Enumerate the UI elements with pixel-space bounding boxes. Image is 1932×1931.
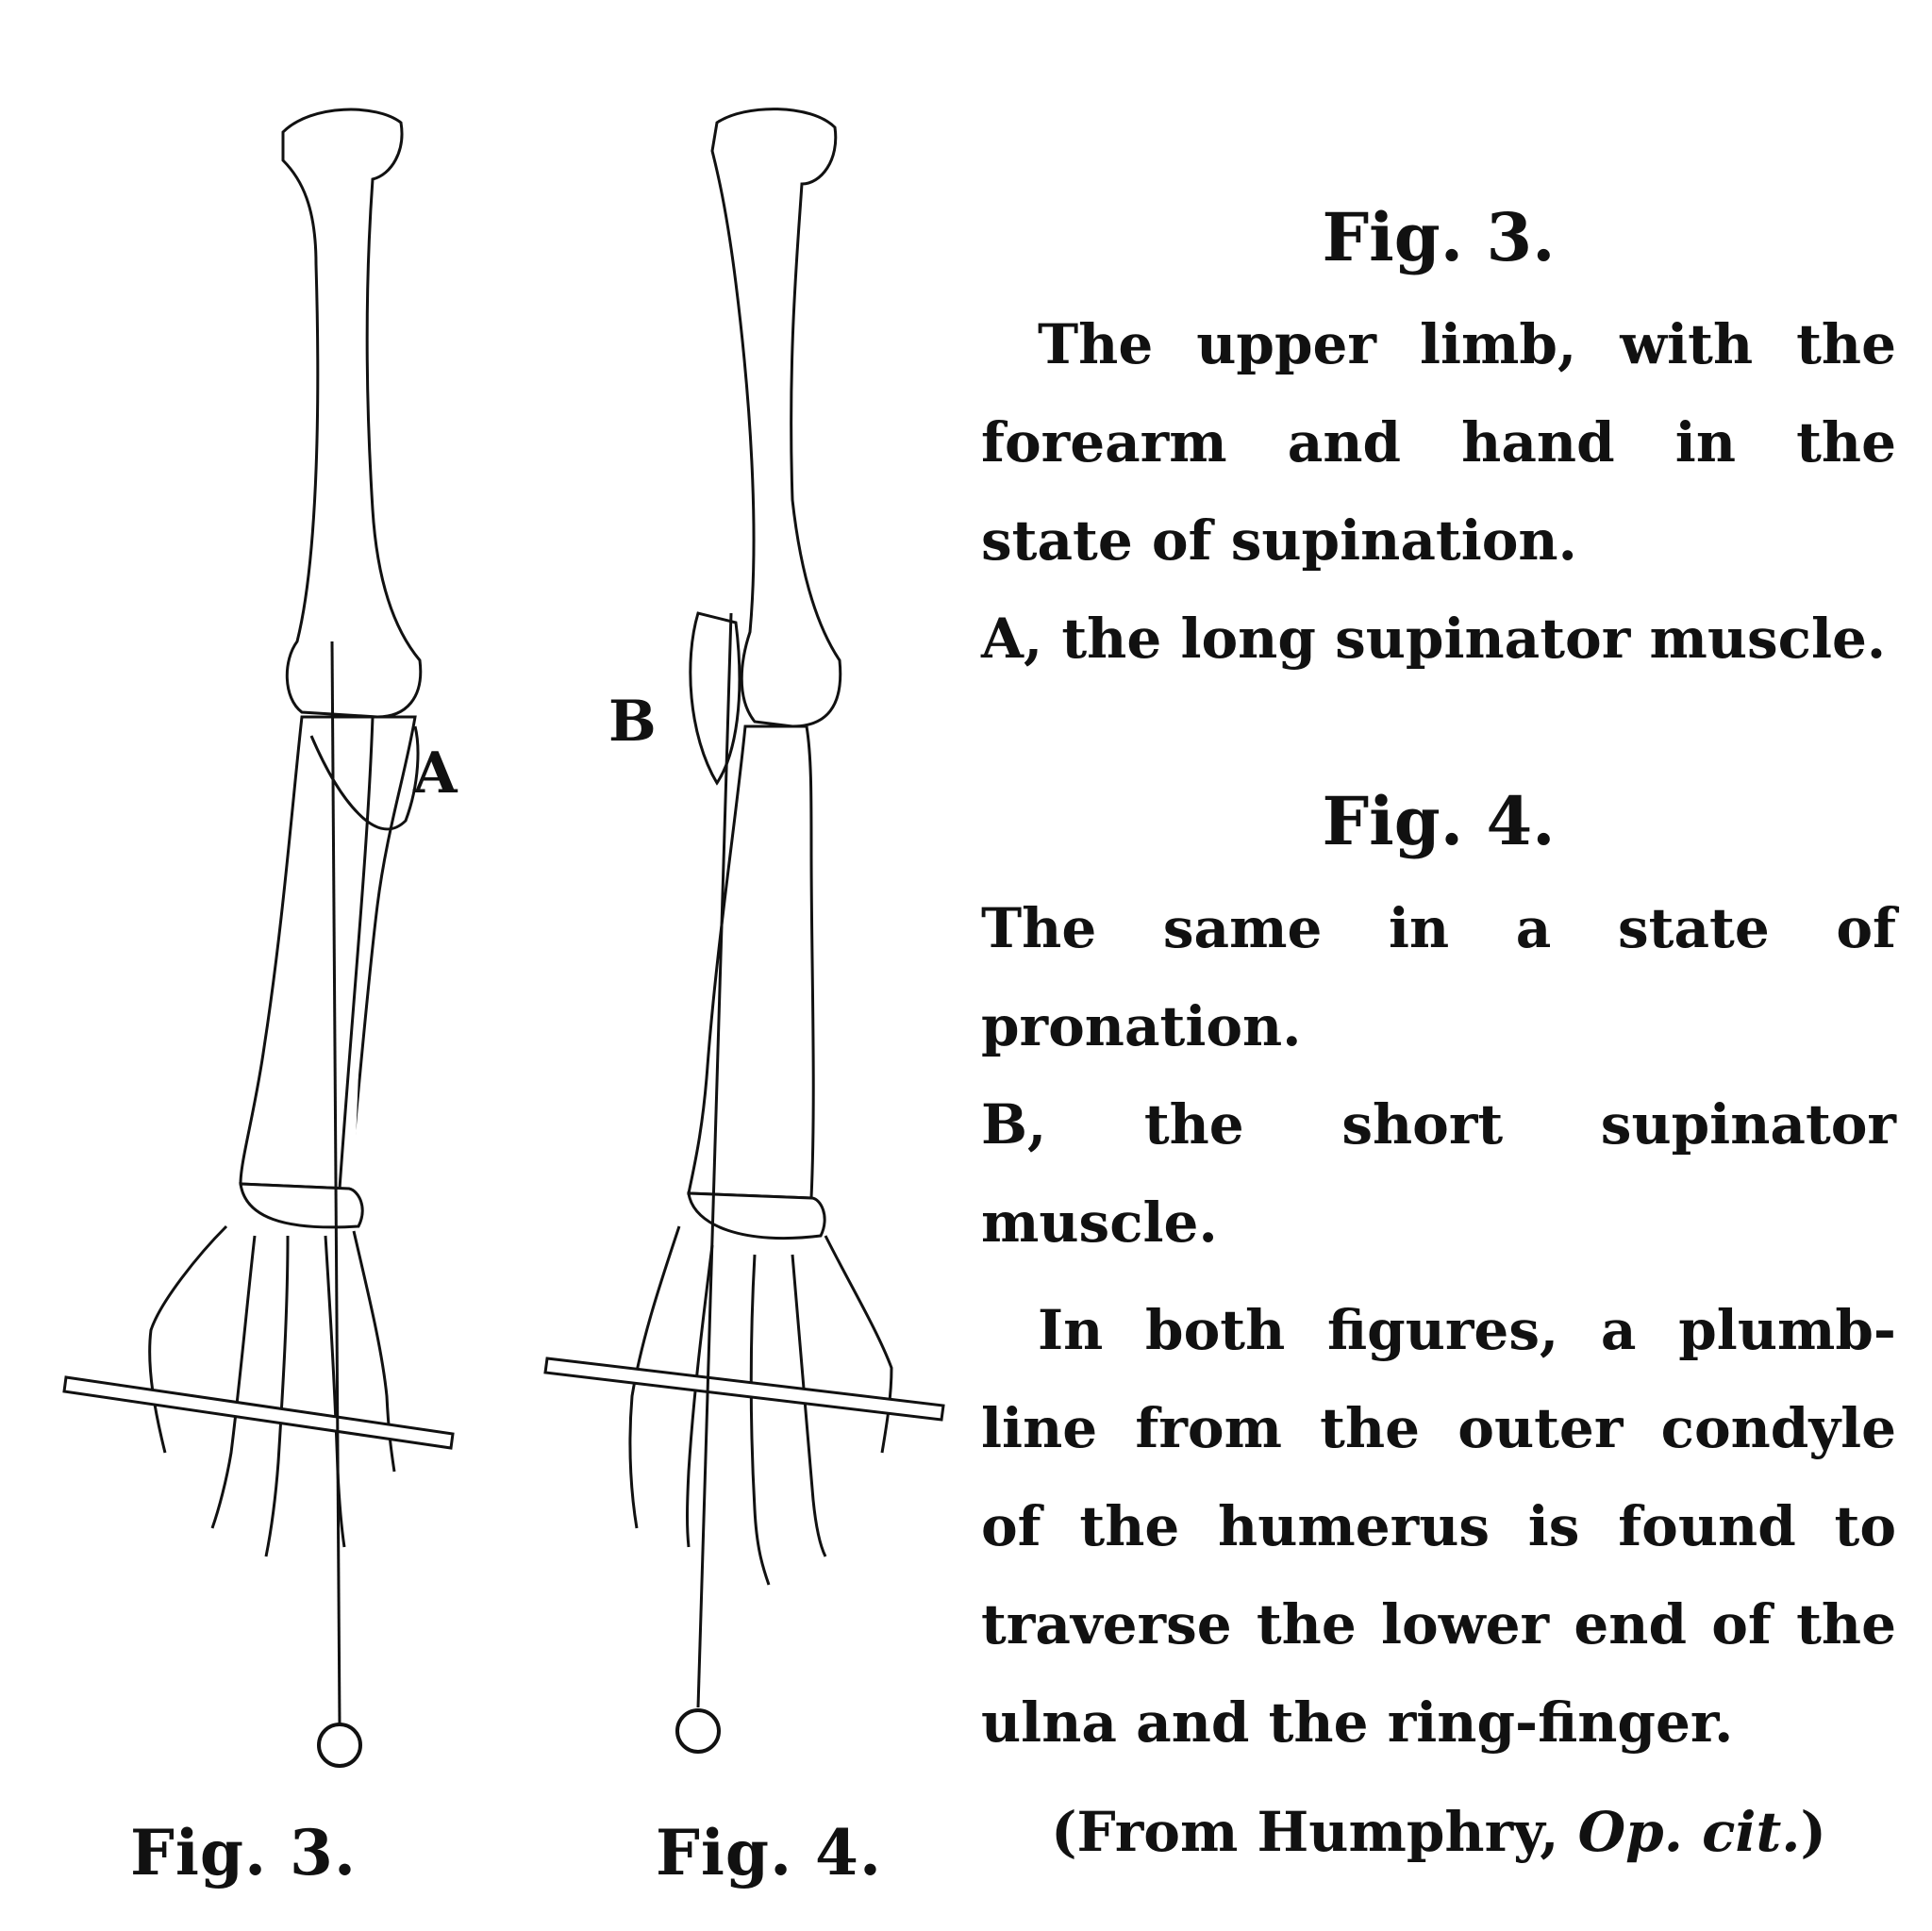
fig4-description: The same in a state of pronation. [981, 896, 1896, 1058]
caption-text-column: Fig. 3. The upper limb, with the forearm… [981, 198, 1896, 1864]
fig4-caption: Fig. 4. [656, 1816, 882, 1889]
fig4-heading: Fig. 4. [1322, 782, 1556, 860]
fig3-description: The upper limb, with the forearm and han… [981, 312, 1896, 573]
plumb-line-text: In both figures, a plumb-line from the o… [981, 1298, 1896, 1755]
spacer [981, 688, 1896, 782]
fig3-heading: Fig. 3. [1322, 198, 1556, 276]
fig4-muscle-note: B, the short supinator muscle. [981, 1092, 1896, 1255]
citation-prefix: (From Humphry, [1051, 1800, 1578, 1864]
fig3-label-a: A [413, 741, 458, 807]
citation-suffix: ) [1800, 1800, 1826, 1864]
citation: (From Humphry, Op. cit.) [981, 1800, 1896, 1864]
citation-italic: Op. cit. [1577, 1800, 1801, 1864]
fig3-muscle-note: A, the long supinator muscle. [981, 607, 1887, 671]
fig3-caption: Fig. 3. [130, 1816, 357, 1889]
fig4-label-b: B [608, 689, 657, 755]
